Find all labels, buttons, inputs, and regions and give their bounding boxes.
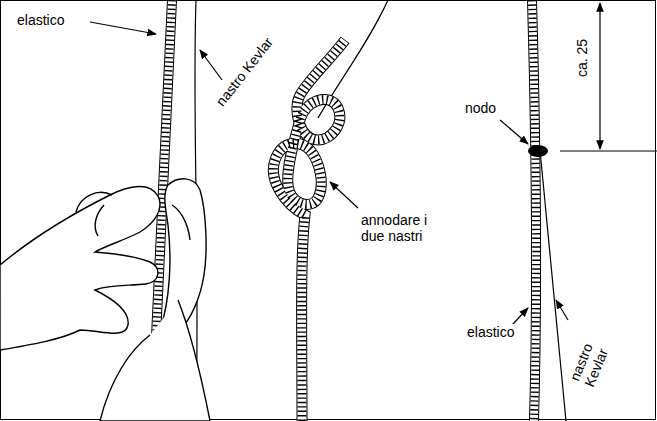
elastic-cord-knot <box>273 40 345 421</box>
leader-line <box>90 22 156 34</box>
part-label: nodo <box>464 100 497 116</box>
dimension-line <box>599 3 600 149</box>
leader-line <box>330 182 358 208</box>
part-label: elastico <box>466 324 515 340</box>
leader-line <box>500 120 528 144</box>
elastic-cord <box>532 0 536 421</box>
hand <box>0 179 210 421</box>
kevlar-tape <box>540 150 566 421</box>
part-label: elastico <box>16 12 65 28</box>
part-label: nastro Kevlar <box>212 33 277 109</box>
leader-line <box>200 50 222 80</box>
dimension-extension <box>560 151 657 152</box>
knot <box>528 145 548 157</box>
part-label: nastro Kevlar <box>566 328 616 390</box>
leader-line <box>512 308 528 325</box>
instruction-label: annodare i due nastri <box>360 212 452 244</box>
dimension-label: ca. 25 <box>574 38 590 78</box>
leader-line <box>556 300 568 320</box>
